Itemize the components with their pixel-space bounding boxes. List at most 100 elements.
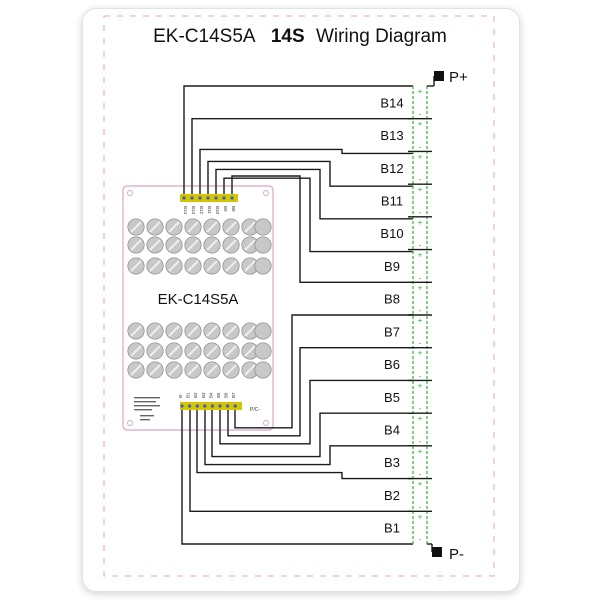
mosfet-pad [222,257,240,275]
cell-plus-mark: + [418,414,423,423]
top-pin-label: B9 [223,206,228,212]
balance-wire [231,175,413,283]
bottom-pin [195,404,199,408]
bottom-pin [210,404,214,408]
top-pin [206,196,210,200]
cell-plus-mark: + [418,381,423,390]
bottom-pin-label: B7 [231,392,236,398]
mosfet-pad [127,361,145,379]
mosfet-pad [165,257,183,275]
cell-plus-mark: + [418,316,423,325]
mosfet-pad [184,257,202,275]
mosfet-pad [184,218,202,236]
mosfet-pad [184,236,202,254]
cell-b9: B9+- [384,248,432,282]
top-pin-label: B14 [183,206,188,215]
cell-label: B14 [380,95,403,110]
cell-label: B9 [384,259,400,274]
mosfet-pad [184,322,202,340]
cell-b14: B14+- [380,87,422,119]
mosfet-pad [146,342,164,360]
cell-b7: B7+- [384,314,432,348]
p-plus-label: P+ [449,69,468,86]
top-pin [222,196,226,200]
bottom-pin [226,404,230,408]
cell-plus-mark: + [418,185,423,194]
mosfet-pad [222,342,240,360]
cell-b10: B10+- [380,216,432,250]
p-plus-terminal [434,71,444,81]
mosfet-pad [254,218,272,236]
cell-minus-mark: - [419,470,422,479]
balance-wire [219,379,413,445]
bottom-pin-label: B4 [208,392,213,398]
cell-minus-mark: - [419,306,422,315]
cell-label: B4 [384,423,400,438]
cell-plus-mark: + [418,349,423,358]
board-silkscreen [134,397,160,421]
top-pin [182,196,186,200]
bottom-pin [188,404,192,408]
port-label: P/C- [250,407,260,413]
cell-minus-mark: - [419,371,422,380]
cell-minus-mark: - [419,241,422,250]
balance-wire [211,410,413,458]
mosfet-pad [184,342,202,360]
cell-plus-mark: + [418,480,423,489]
balance-wire [189,410,413,512]
mosfet-pad [165,361,183,379]
balance-wire [204,410,413,466]
cell-plus-mark: + [418,87,423,96]
mosfet-pad [203,322,221,340]
mosfet-pad [254,342,272,360]
cell-b5: B5 + - [384,379,432,413]
mosfet-pad [222,361,240,379]
cell-b2: B2 + - [384,477,432,511]
top-pin [214,196,218,200]
balance-wire [191,118,413,194]
bottom-pin-label: B- [178,393,183,398]
mosfet-pad [146,257,164,275]
cell-label: B7 [384,324,400,339]
balance-wire [207,160,413,194]
dashed-frame [103,15,495,577]
cell-plus-mark: + [418,120,423,129]
cell-label: B5 [384,390,400,405]
cell-b13: B13 + - [380,118,432,151]
bottom-pin [203,404,207,408]
mosfet-pad [146,322,164,340]
mosfet-pad [165,322,183,340]
cell-minus-mark: - [419,502,422,511]
cell-minus-mark: - [419,404,422,413]
cell-label: B13 [380,128,403,143]
bottom-pin-label: B2 [193,392,198,398]
balance-wires [181,85,413,545]
cell-plus-mark: + [418,218,423,227]
cell-b1: B1+- [384,510,432,544]
mosfet-pad [222,218,240,236]
cell-list: B14+-B13+-B12+-B11+-B10+-B9+-B8+-B7+-B6+… [380,87,432,544]
diagram-title: EK-C14S5A 14S Wiring Diagram [0,26,600,48]
cell-b3: B3+- [384,445,432,479]
mosfet-pad [165,342,183,360]
bottom-pin-label: B3 [201,392,206,398]
mosfet-pad [254,322,272,340]
balance-wire [183,85,413,194]
board-mount-hole [127,190,133,196]
mosfet-pad [254,236,272,254]
cell-minus-mark: - [419,142,422,151]
cell-plus-mark: + [418,251,423,260]
cell-label: B2 [384,488,400,503]
mosfet-pad [127,342,145,360]
cell-label: B12 [380,161,403,176]
top-pin-label: B13 [191,206,196,215]
balance-wire [181,410,413,545]
balance-wire [223,177,413,253]
bottom-pin-label: B5 [216,392,221,398]
cell-label: B1 [384,521,400,536]
cell-b8: B8+- [384,281,432,315]
cell-plus-mark: + [418,152,423,161]
cell-minus-mark: - [419,208,422,217]
